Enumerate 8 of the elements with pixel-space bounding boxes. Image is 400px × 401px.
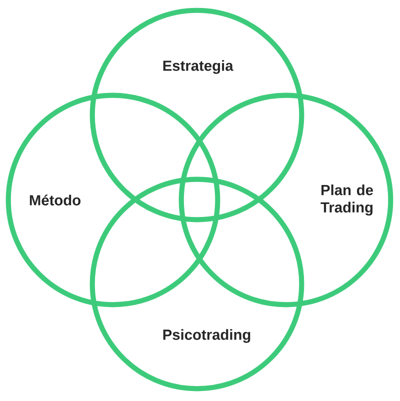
circle-label: Estrategia (163, 60, 234, 74)
venn-circle (90, 8, 304, 222)
venn-circle (90, 176, 304, 392)
circle-label: Psicotrading (163, 329, 250, 343)
venn-circle (6, 92, 220, 308)
venn-circle (178, 92, 394, 308)
circle-label: Plan de Trading (320, 184, 373, 216)
circle-label: Método (30, 194, 80, 206)
